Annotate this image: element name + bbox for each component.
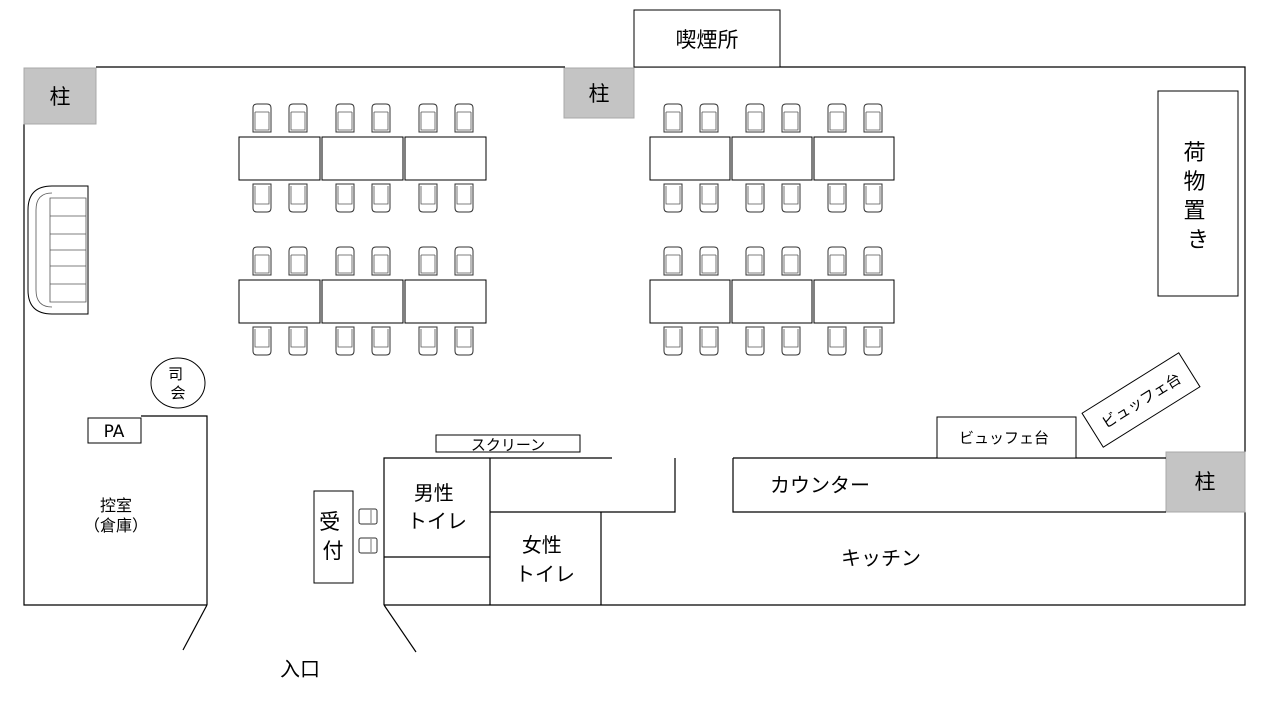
entrance-label: 入口: [280, 657, 320, 681]
chair-icon: [745, 103, 765, 133]
chair-icon: [288, 246, 308, 276]
chair-icon: [781, 103, 801, 133]
dining-table: [731, 279, 813, 324]
dining-table: [321, 279, 404, 324]
pillar-center: 柱: [563, 67, 635, 119]
outer-walls: [23, 66, 1246, 606]
chair-icon: [699, 183, 719, 213]
chair-icon: [288, 103, 308, 133]
screen: スクリーン: [435, 434, 581, 454]
counter: カウンター: [732, 457, 1166, 513]
buffet-table-1-label: ビュッフェ台: [959, 429, 1049, 447]
chair-icon: [454, 183, 474, 213]
dining-table: [649, 136, 731, 181]
chair-icon: [252, 326, 272, 356]
chair-icon: [863, 103, 883, 133]
chair-icon: [371, 103, 391, 133]
chair-icon: [827, 246, 847, 276]
chair-icon: [663, 183, 683, 213]
dining-table: [238, 136, 321, 181]
reception-chair-1: [358, 508, 378, 525]
reception-desk: 受 付: [313, 490, 354, 584]
chair-icon: [454, 326, 474, 356]
chair-icon: [699, 103, 719, 133]
seating-right: [649, 103, 895, 356]
dining-table: [404, 136, 487, 181]
chair-icon: [781, 326, 801, 356]
chair-icon: [454, 246, 474, 276]
chair-icon: [371, 246, 391, 276]
smoking-area-label: 喫煙所: [676, 28, 739, 52]
toilet-block: [383, 457, 676, 605]
chair-icon: [288, 326, 308, 356]
chair-icon: [371, 326, 391, 356]
chair-icon: [335, 326, 355, 356]
chair-icon: [863, 246, 883, 276]
chair-icon: [781, 246, 801, 276]
chair-icon: [699, 246, 719, 276]
pillar-right: 柱: [1165, 451, 1246, 513]
chair-icon: [418, 246, 438, 276]
waiting-room: 控室 （倉庫）: [84, 415, 208, 605]
mc-position: 司 会: [150, 357, 206, 409]
chair-icon: [454, 103, 474, 133]
reception-chair-2: [358, 537, 378, 554]
chair-icon: [288, 183, 308, 213]
dining-table: [649, 279, 731, 324]
chair-icon: [863, 326, 883, 356]
mc-label: 司 会: [168, 365, 188, 402]
chair-icon: [745, 326, 765, 356]
chair-icon: [371, 183, 391, 213]
chair-icon: [863, 183, 883, 213]
chair-icon: [252, 246, 272, 276]
chair-icon: [745, 183, 765, 213]
luggage-area-label: 荷 物 置 き: [1183, 141, 1212, 253]
pa-label: PA: [104, 422, 125, 442]
pillar-left-label: 柱: [50, 85, 71, 109]
chair-icon: [418, 103, 438, 133]
chair-icon: [418, 183, 438, 213]
dining-table: [321, 136, 404, 181]
dining-table: [731, 136, 813, 181]
chair-icon: [745, 246, 765, 276]
pa-booth: PA: [87, 417, 142, 444]
storage-label: （倉庫）: [84, 516, 148, 535]
chair-icon: [699, 326, 719, 356]
chair-icon: [252, 183, 272, 213]
buffet-table-1: ビュッフェ台: [936, 416, 1077, 459]
reception-label: 受 付: [319, 510, 347, 563]
chair-icon: [781, 183, 801, 213]
chair-icon: [663, 246, 683, 276]
pillar-left: 柱: [23, 67, 97, 125]
waiting-room-label: 控室: [100, 496, 132, 515]
pillar-right-label: 柱: [1195, 470, 1216, 494]
mens-toilet-label: 男性 トイレ: [407, 481, 467, 533]
dining-table: [813, 136, 895, 181]
door-swing-icon: [182, 604, 417, 653]
chair-icon: [827, 326, 847, 356]
chair-icon: [335, 103, 355, 133]
buffet-table-2: ビュッフェ台: [1081, 352, 1201, 448]
kitchen-label: キッチン: [841, 546, 921, 570]
counter-label: カウンター: [770, 473, 870, 497]
dining-table: [238, 279, 321, 324]
chair-icon: [827, 183, 847, 213]
pillar-center-label: 柱: [589, 82, 610, 106]
chair-icon: [827, 103, 847, 133]
womens-toilet-label: 女性 トイレ: [515, 533, 575, 586]
chair-icon: [418, 326, 438, 356]
screen-label: スクリーン: [471, 436, 545, 454]
sofa-icon: [27, 185, 89, 315]
chair-icon: [663, 326, 683, 356]
seating-left: [238, 103, 487, 356]
dining-table: [813, 279, 895, 324]
chair-icon: [663, 103, 683, 133]
dining-table: [404, 279, 487, 324]
luggage-area: 荷 物 置 き: [1157, 90, 1239, 297]
chair-icon: [335, 183, 355, 213]
smoking-area: 喫煙所: [633, 9, 781, 68]
chair-icon: [252, 103, 272, 133]
chair-icon: [335, 246, 355, 276]
